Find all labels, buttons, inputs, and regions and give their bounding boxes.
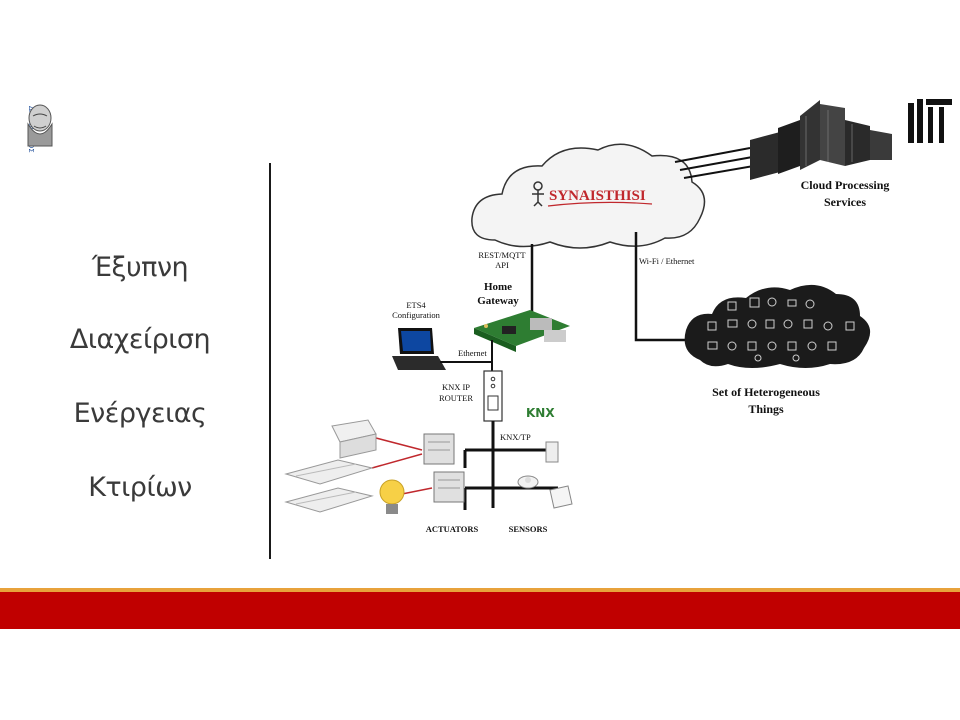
footer-bar [0,592,960,629]
actuator-module-2-icon [433,471,465,503]
laptop-icon [392,328,446,370]
actuator-module-1-icon [423,433,455,465]
things-label-1: Set of Heterogeneous [712,385,820,399]
title-line-1: Έξυπνη [91,252,189,283]
knx-router-label-2: ROUTER [439,393,473,403]
democritus-bust-icon [27,104,53,147]
fan-coil-unit-icon [331,419,377,459]
things-device-icons [707,297,855,362]
democritus-logo: ΔΗΜΟΚΡΙΤΟΣ [6,96,56,154]
cloud-services-label-2: Services [824,195,866,209]
rest-api-label-2: API [495,260,509,270]
synaisthisi-logo-icon [532,181,544,207]
wifi-ethernet-label: Wi-Fi / Ethernet [639,256,695,266]
home-gateway-label-2: Gateway [477,295,519,307]
rest-api-label-1: REST/MQTT [478,250,526,260]
synaisthisi-cloud [471,143,706,249]
ets4-label-1: ETS4 [406,300,426,310]
actuators-label: ACTUATORS [426,524,479,534]
title-line-4: Κτιρίων [88,472,192,503]
ets4-label-2: Configuration [392,310,440,320]
knx-logo: KNX [526,406,555,420]
light-bulb-icon [379,479,405,514]
sensor-3-icon [549,485,573,509]
ethernet-label: Ethernet [458,348,487,358]
things-cloud [684,284,871,368]
server-rack-icon [750,100,892,180]
things-label-2: Things [748,402,784,416]
architecture-diagram: SYNAISTHISI Cloud Processing Services RE… [284,100,892,534]
home-gateway-label-1: Home [484,281,512,293]
actuator-red-links [371,437,433,495]
synaisthisi-brand: SYNAISTHISI [549,188,646,204]
cloud-services-label-1: Cloud Processing [801,178,890,192]
sensors-label: SENSORS [509,524,548,534]
raspberry-pi-gateway-icon [474,310,570,352]
title-line-3: Ενέργειας [73,398,207,429]
sensor-2-icon [517,475,539,489]
sensor-1-icon [545,441,559,463]
footer-accent-stripe [0,588,960,592]
knx-tp-label: KNX/TP [500,432,531,442]
knx-router-label-1: KNX IP [442,382,470,392]
institute-logo-icon [906,97,956,149]
light-fixtures-icon [284,459,374,513]
title-line-2: Διαχείριση [69,324,211,355]
vertical-divider [269,163,271,559]
knx-ip-router-icon [483,370,503,422]
